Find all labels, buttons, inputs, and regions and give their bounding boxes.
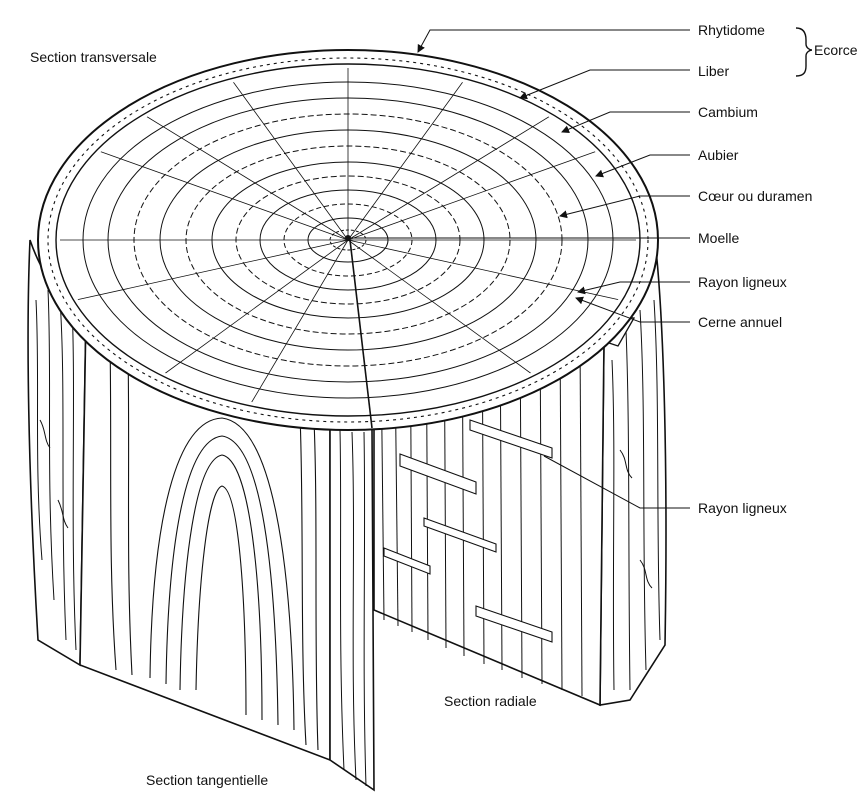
label-cerne-annuel: Cerne annuel bbox=[698, 314, 782, 330]
leader-rhytidome bbox=[418, 30, 690, 52]
label-rayon-ligneux-top: Rayon ligneux bbox=[698, 274, 787, 290]
label-ecorce: Ecorce bbox=[814, 42, 858, 58]
label-coeur: Cœur ou duramen bbox=[698, 188, 812, 204]
label-aubier: Aubier bbox=[698, 147, 739, 163]
label-cambium: Cambium bbox=[698, 104, 758, 120]
label-liber: Liber bbox=[698, 63, 729, 79]
label-section-transversale: Section transversale bbox=[30, 49, 157, 65]
ecorce-brace bbox=[796, 28, 812, 76]
label-section-tangentielle: Section tangentielle bbox=[146, 772, 268, 788]
transverse-section-top bbox=[38, 50, 658, 430]
label-rhytidome: Rhytidome bbox=[698, 22, 765, 38]
label-section-radiale: Section radiale bbox=[444, 693, 537, 709]
label-rayon-ligneux-bottom: Rayon ligneux bbox=[698, 500, 787, 516]
label-moelle: Moelle bbox=[698, 230, 739, 246]
